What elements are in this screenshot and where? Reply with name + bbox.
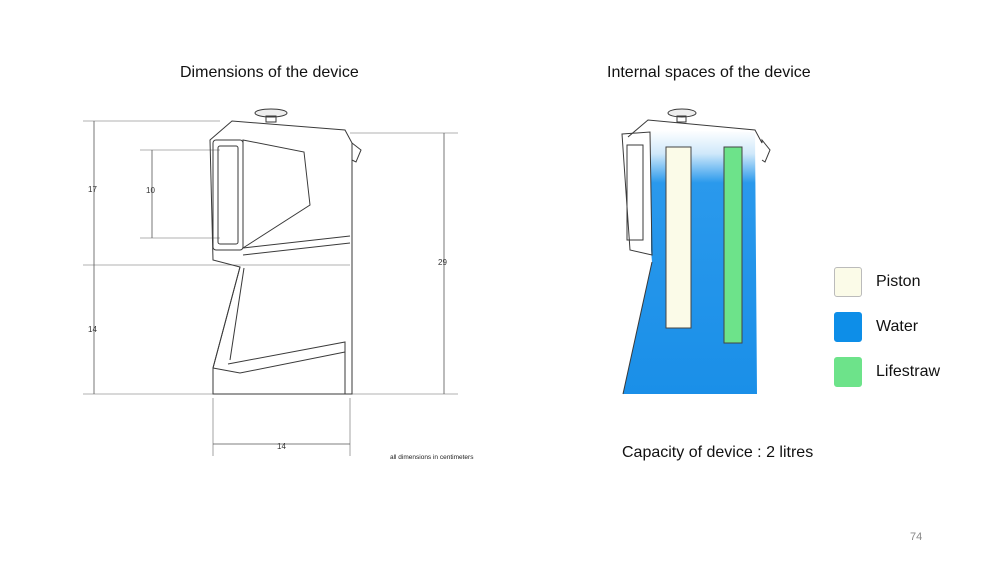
legend-item-lifestraw: Lifestraw [834,355,940,389]
legend-label: Piston [876,273,921,290]
piston-space [665,146,692,329]
total-height-label: 29 [438,258,447,267]
upper-height-label: 17 [88,185,97,194]
legend: Piston Water Lifestraw [834,265,940,400]
capacity-text: Capacity of device : 2 litres [622,444,814,461]
width-label: 14 [277,442,286,451]
internal-spaces-drawing [621,108,771,395]
device-outline-left [209,108,362,395]
dimension-drawing [83,108,458,456]
legend-label: Water [876,318,919,335]
dimensions-title: Dimensions of the device [180,64,359,81]
lifestraw-swatch [834,357,862,387]
piston-swatch [834,267,862,297]
units-note: all dimensions in centimeters [390,454,474,461]
legend-item-piston: Piston [834,265,940,299]
internal-spaces-title: Internal spaces of the device [607,64,811,81]
lifestraw-space [723,146,743,344]
dimension-labels: 17 10 29 14 14 [88,185,447,451]
water-swatch [834,312,862,342]
legend-item-water: Water [834,310,940,344]
lower-height-label: 14 [88,325,97,334]
page-number: 74 [910,531,923,543]
window-height-label: 10 [146,186,155,195]
legend-label: Lifestraw [876,363,941,380]
